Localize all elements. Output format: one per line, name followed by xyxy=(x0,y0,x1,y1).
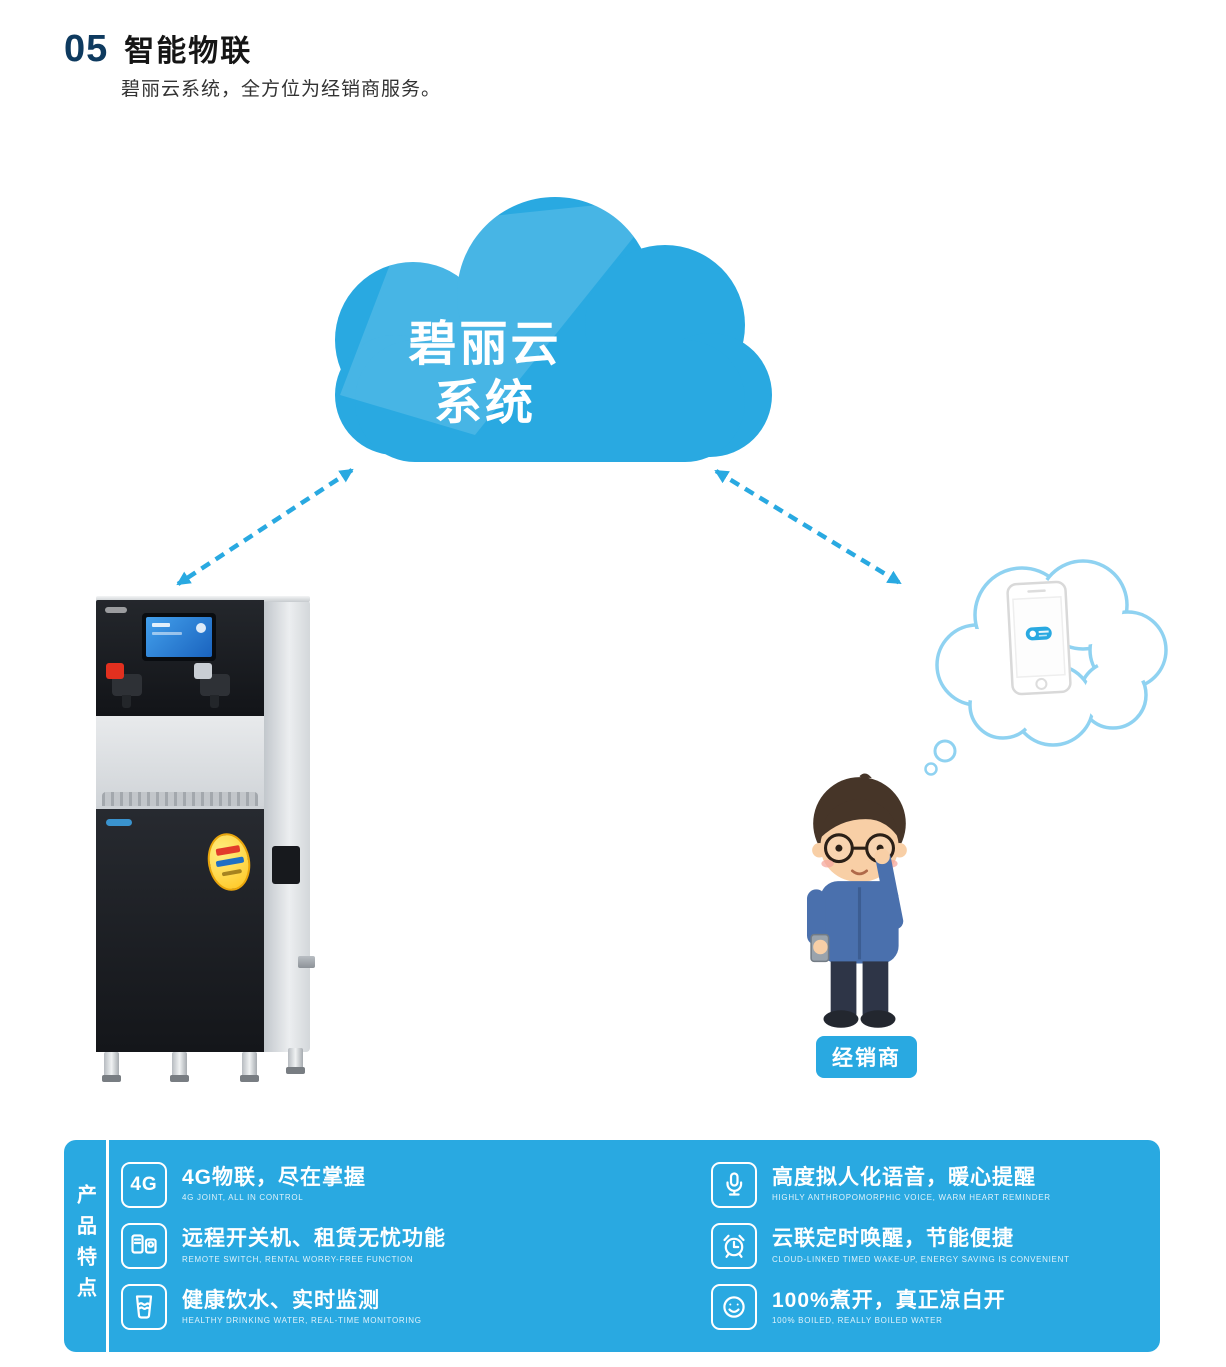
cabinet-logo xyxy=(106,819,132,826)
warm-water-tap xyxy=(194,663,230,708)
feature-title: 健康饮水、实时监测 xyxy=(182,1288,380,1312)
machine-top-edge xyxy=(96,596,310,602)
feature-caption: HIGHLY ANTHROPOMORPHIC VOICE, WARM HEART… xyxy=(772,1193,1051,1203)
water-cup-icon xyxy=(121,1284,167,1331)
smile-icon xyxy=(711,1284,757,1331)
section-header: 05 智能物联 xyxy=(64,26,252,71)
feature-title: 高度拟人化语音，暖心提醒 xyxy=(772,1166,1036,1190)
phone-icon xyxy=(1006,580,1072,696)
feature-caption: REMOTE SWITCH, RENTAL WORRY-FREE FUNCTIO… xyxy=(182,1254,414,1264)
cloud-label-line1: 碧丽云 xyxy=(408,318,562,371)
dashed-arrow-right xyxy=(714,469,902,585)
machine-foot xyxy=(240,1052,259,1082)
feature-caption: 100% BOILED, REALLY BOILED WATER xyxy=(772,1315,943,1325)
feature-caption: HEALTHY DRINKING WATER, REAL-TIME MONITO… xyxy=(182,1315,422,1325)
dealer-character xyxy=(772,772,947,1047)
section-title: 智能物联 xyxy=(124,35,253,68)
cloud-label-line2: 系统 xyxy=(433,376,536,430)
machine-top-panel xyxy=(96,600,264,716)
thought-bubble-shape xyxy=(924,559,1168,776)
cloud-system: 碧丽云 系统 xyxy=(325,190,775,480)
dashed-arrow-left xyxy=(176,468,354,586)
voice-icon xyxy=(711,1161,757,1208)
feature-title: 远程开关机、租赁无忧功能 xyxy=(182,1227,446,1251)
feature-item-boiled: 100%煮开，真正凉白开 100% BOILED, REALLY BOILED … xyxy=(709,1277,1150,1338)
features-panel: 产品特点 4G 4G物联，尽在掌握 4G JOINT, ALL IN CONTR… xyxy=(64,1140,1160,1352)
features-tab-label: 产品特点 xyxy=(73,1184,96,1308)
dealer-character-drawing xyxy=(806,773,907,1028)
section-subtitle: 碧丽云系统，全方位为经销商服务。 xyxy=(121,79,442,100)
cloud-label: 碧丽云 系统 xyxy=(360,316,610,433)
cloud-shape xyxy=(335,197,772,462)
machine-foot xyxy=(102,1052,121,1082)
feature-item-timer: 云联定时唤醒，节能便捷 CLOUD-LINKED TIMED WAKE-UP, … xyxy=(709,1215,1150,1276)
section-number: 05 xyxy=(64,28,109,70)
drip-tray xyxy=(102,792,258,806)
feature-item-remote: 远程开关机、租赁无忧功能 REMOTE SWITCH, RENTAL WORRY… xyxy=(119,1215,709,1276)
features-tab: 产品特点 xyxy=(64,1140,106,1352)
4g-icon: 4G xyxy=(121,1161,167,1208)
side-control-box xyxy=(272,846,300,884)
machine-foot xyxy=(170,1052,189,1082)
machine-drip-basin xyxy=(96,716,264,806)
feature-item-4g: 4G 4G物联，尽在掌握 4G JOINT, ALL IN CONTROL xyxy=(119,1154,709,1215)
warm-water-sticker xyxy=(203,829,255,895)
brand-logo xyxy=(105,607,127,613)
feature-title: 云联定时唤醒，节能便捷 xyxy=(772,1227,1014,1251)
alarm-clock-icon xyxy=(711,1222,757,1269)
feature-title: 100%煮开，真正凉白开 xyxy=(772,1288,1006,1312)
drain-valve xyxy=(298,956,315,968)
feature-caption: CLOUD-LINKED TIMED WAKE-UP, ENERGY SAVIN… xyxy=(772,1254,1070,1264)
feature-item-health: 健康饮水、实时监测 HEALTHY DRINKING WATER, REAL-T… xyxy=(119,1277,709,1338)
feature-caption: 4G JOINT, ALL IN CONTROL xyxy=(182,1193,304,1203)
features-grid: 4G 4G物联，尽在掌握 4G JOINT, ALL IN CONTROL xyxy=(109,1140,1160,1352)
machine-foot xyxy=(286,1048,305,1074)
remote-control-icon xyxy=(121,1222,167,1269)
machine-display xyxy=(142,613,216,661)
hot-water-tap xyxy=(106,663,142,708)
feature-item-voice: 高度拟人化语音，暖心提醒 HIGHLY ANTHROPOMORPHIC VOIC… xyxy=(709,1154,1150,1215)
water-dispenser-image xyxy=(96,596,315,1090)
feature-title: 4G物联，尽在掌握 xyxy=(182,1166,367,1190)
dealer-label: 经销商 xyxy=(816,1036,917,1078)
machine-side-panel xyxy=(264,600,310,1052)
machine-cabinet xyxy=(96,806,264,1052)
thought-bubble xyxy=(915,553,1170,788)
